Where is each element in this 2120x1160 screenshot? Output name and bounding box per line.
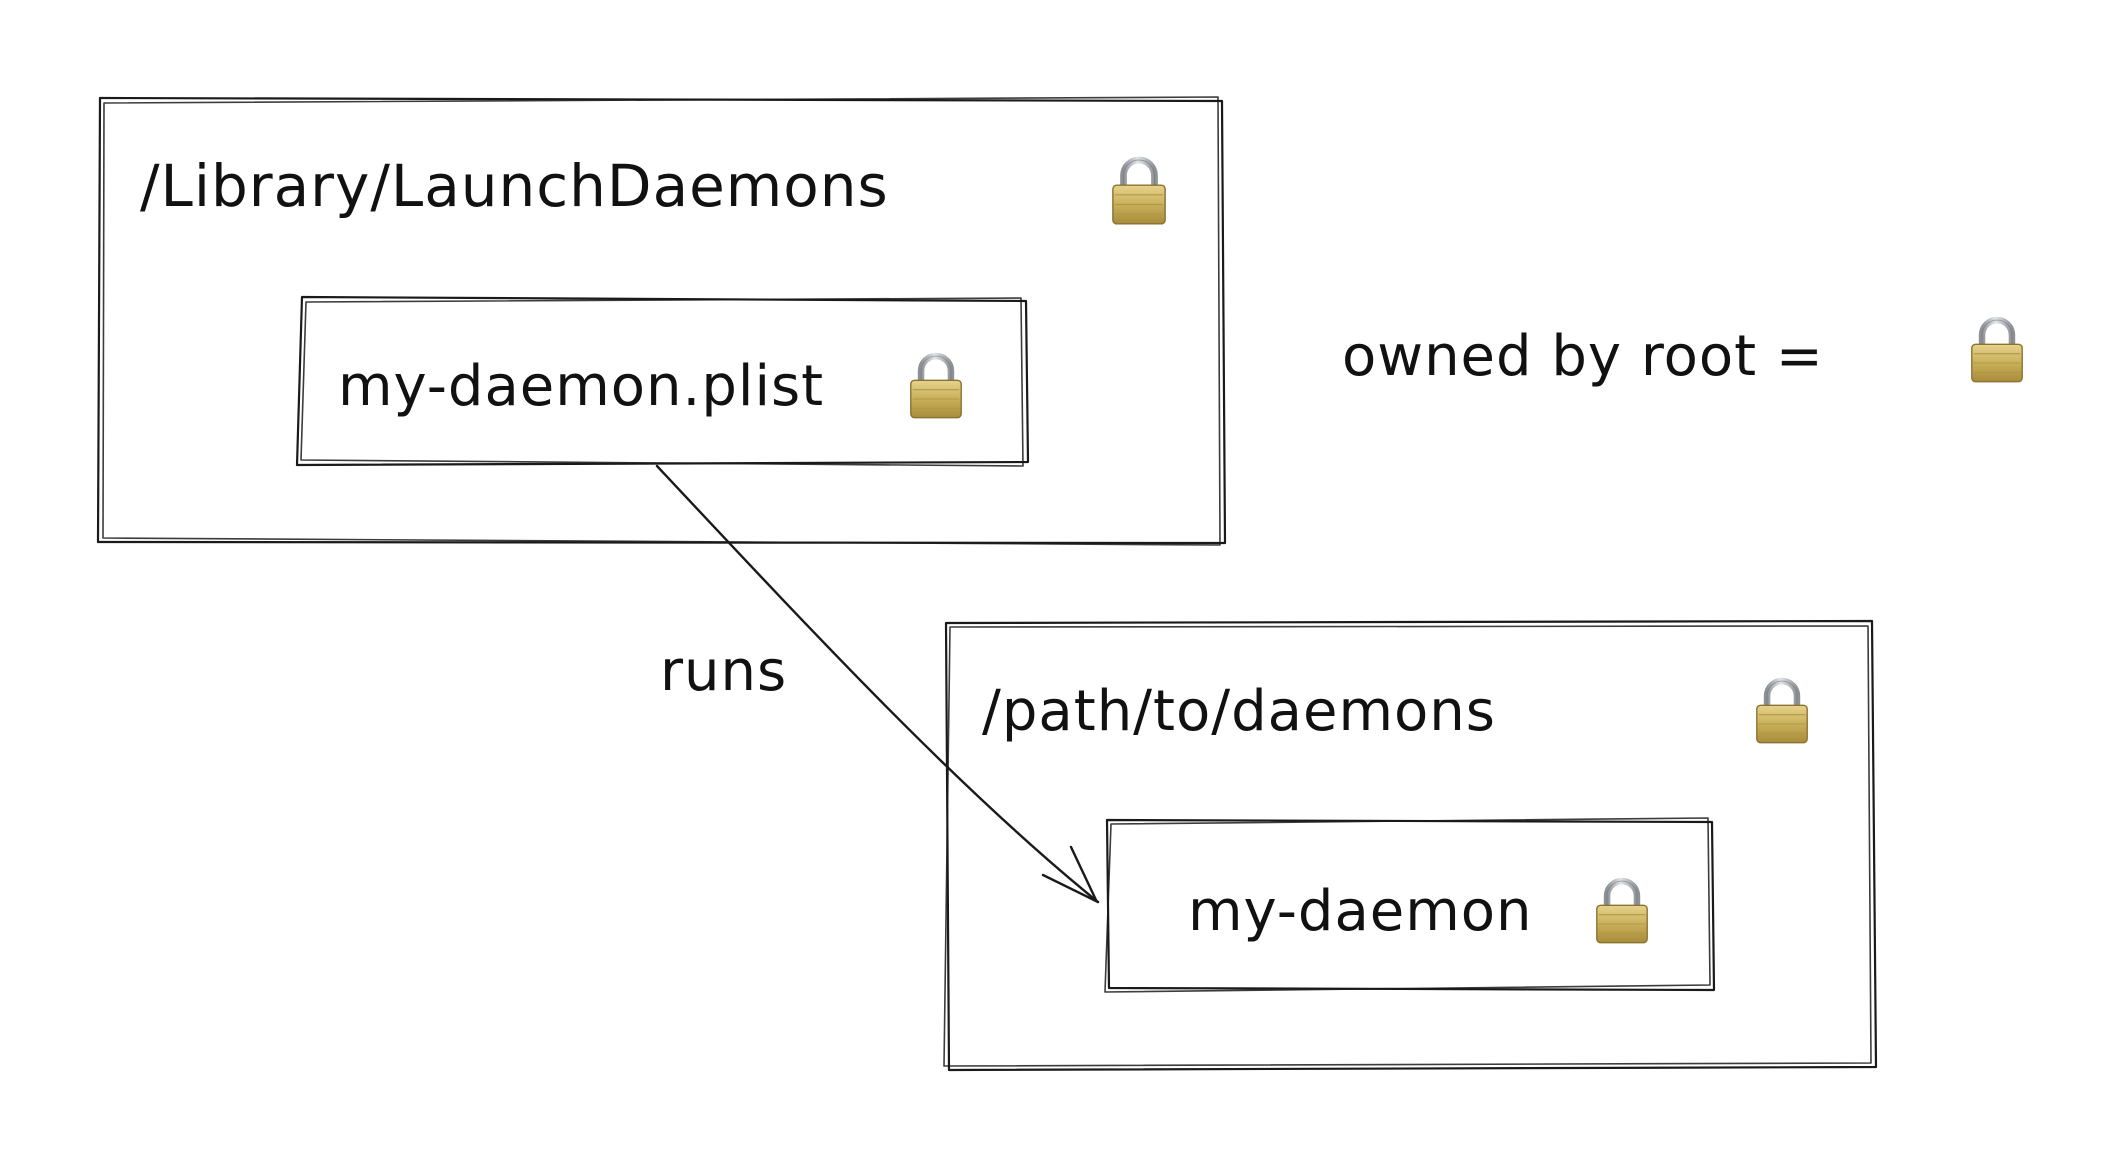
runs-arrow: runs bbox=[655, 464, 1100, 904]
legend-text: owned by root = bbox=[1342, 324, 1824, 389]
lock-icon bbox=[911, 356, 961, 418]
plist-file-label: my-daemon.plist bbox=[338, 354, 824, 419]
runs-arrow-label: runs bbox=[660, 639, 787, 704]
plist-file-box[interactable]: my-daemon.plist bbox=[295, 295, 1030, 467]
lock-icon bbox=[1113, 160, 1165, 224]
library-launch-daemons-box: /Library/LaunchDaemons bbox=[96, 96, 1227, 546]
library-launch-daemons-label: /Library/LaunchDaemons bbox=[140, 152, 889, 220]
lock-icon bbox=[1597, 881, 1647, 943]
legend: owned by root = bbox=[1342, 320, 2022, 389]
path-to-daemons-box: /path/to/daemons bbox=[943, 619, 1878, 1072]
lock-icon bbox=[1972, 320, 2022, 382]
path-to-daemons-label: /path/to/daemons bbox=[982, 679, 1496, 744]
lock-icon bbox=[1757, 681, 1807, 743]
daemon-binary-box[interactable]: my-daemon bbox=[1104, 817, 1716, 993]
daemon-binary-label: my-daemon bbox=[1188, 879, 1533, 944]
